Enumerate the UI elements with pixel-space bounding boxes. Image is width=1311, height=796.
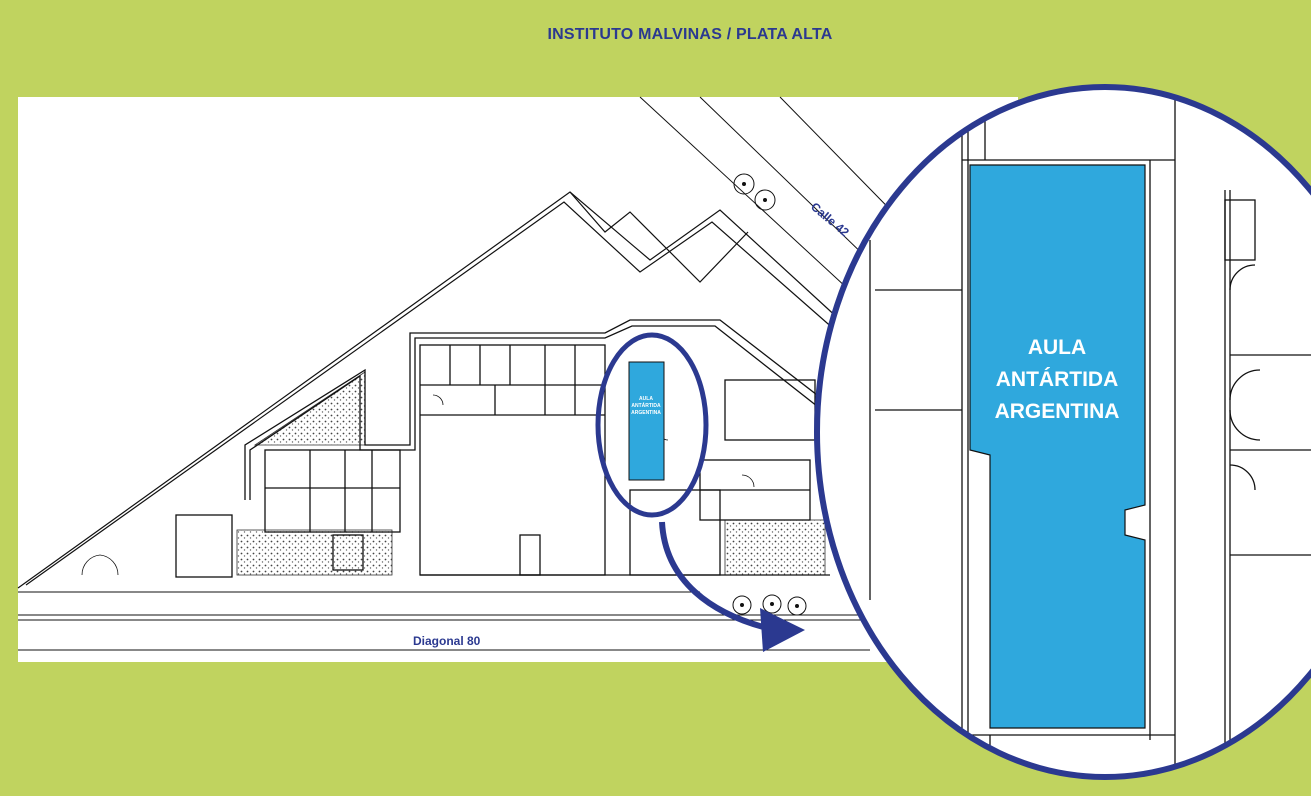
- zoom-arrow-head: [760, 608, 805, 652]
- lot-outline: [17, 191, 841, 589]
- room-label-small-2: ANTÁRTIDA: [631, 402, 661, 409]
- locator-ellipse: [595, 332, 709, 518]
- room-label-large-2: ANTÁRTIDA: [996, 368, 1118, 391]
- room-highlight-large: [969, 164, 1146, 729]
- room-label-large-1: AULA: [1028, 336, 1086, 359]
- room-label-small-1: AULA: [639, 396, 653, 402]
- street-label-diagonal-80: Diagonal 80: [413, 634, 481, 648]
- magnified-detail: [869, 97, 1311, 777]
- page-title: INSTITUTO MALVINAS / PLATA ALTA: [547, 26, 833, 43]
- tree-icons: [732, 173, 807, 616]
- gravel-areas: [236, 371, 826, 576]
- zoom-arrow: [659, 521, 776, 633]
- room-label-small-3: ARGENTINA: [631, 410, 661, 416]
- building-walls: [175, 319, 831, 578]
- magnifier-border: [814, 84, 1311, 780]
- room-highlight-small: [628, 361, 665, 481]
- room-label-large-3: ARGENTINA: [995, 400, 1120, 423]
